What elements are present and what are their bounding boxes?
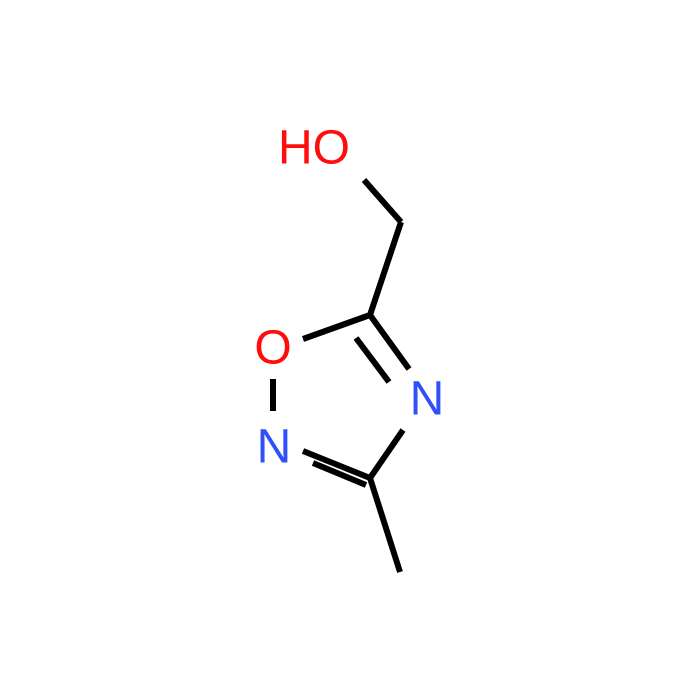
atom-labels: HO O N N	[254, 122, 444, 474]
bond-c3-methyl	[367, 477, 403, 573]
bond-c5-n4-outer	[367, 313, 412, 371]
ring-nitrogen-2-label: N	[257, 421, 292, 474]
bond-c5-n4-inner	[353, 336, 392, 384]
bond-ch2-c5	[367, 221, 404, 316]
bond-oh-ch2	[361, 178, 404, 224]
bond-c5-o1	[301, 312, 372, 342]
bonds	[270, 178, 412, 573]
ring-oxygen-label: O	[254, 322, 291, 375]
ring-nitrogen-4-label: N	[410, 373, 445, 426]
bond-c3-n4	[367, 428, 406, 480]
hydroxyl-label: HO	[278, 122, 350, 175]
bond-n2-c3-outer	[301, 448, 372, 481]
bond-n2-c3-inner	[311, 460, 368, 488]
